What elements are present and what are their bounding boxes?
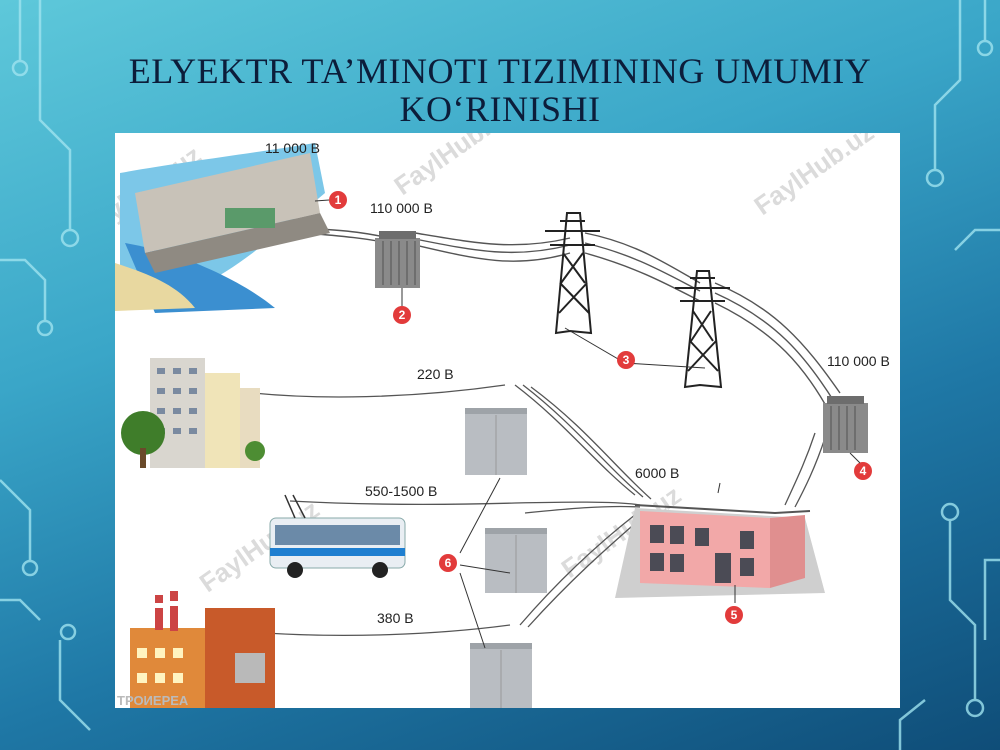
hv-lines [304,227,841,414]
power-supply-diagram: FaylHub.uz FaylHub.uz FaylHub.uz FaylHub… [115,133,900,708]
distribution-lines [234,384,826,637]
corner-mark: ТРОИЕРЕА [117,693,189,708]
watermark-2: FaylHub.uz [388,133,519,201]
marker-5: 5 [725,606,743,624]
kiosk-substation-3 [470,643,532,708]
marker-6: 6 [439,554,457,572]
marker-1-text: 1 [335,193,342,207]
distribution-substation [615,504,825,603]
label-plant-voltage: 11 000 В [265,140,320,156]
title-line-2: KO‘RINISHI [399,89,601,129]
marker-6-leaders [459,477,511,649]
diagram-canvas: FaylHub.uz FaylHub.uz FaylHub.uz FaylHub… [115,133,890,708]
marker-4-leader [717,482,721,494]
marker-4-text: 4 [860,464,867,478]
hydro-power-plant [115,143,330,313]
marker-1: 1 [329,191,347,209]
kiosk-substation-1 [465,408,527,475]
marker-6-text: 6 [445,556,452,570]
marker-3-text: 3 [623,353,630,367]
marker-3: 3 [617,351,635,369]
residential-buildings [121,358,265,468]
marker-2: 2 [393,306,411,324]
marker-1-leader [314,199,330,202]
slide-title: ELYEKTR TA’MINOTI TIZIMINING UMUMIY KO‘R… [80,52,920,128]
marker-4-leader-b [849,452,861,464]
watermark-3: FaylHub.uz [748,133,879,221]
factory [130,591,275,708]
kiosk-substation-2 [485,528,547,593]
label-residential-voltage: 220 В [417,366,454,382]
label-industry-voltage: 380 В [377,610,414,626]
marker-3-leader [564,327,706,369]
marker-2-text: 2 [399,308,406,322]
step-down-transformer [823,396,868,453]
label-step-up-voltage: 110 000 В [370,200,433,216]
title-line-1: ELYEKTR TA’MINOTI TIZIMINING UMUMIY [128,51,872,91]
pylon-1 [545,212,600,335]
pylon-2 [675,270,730,389]
marker-5-text: 5 [731,608,738,622]
label-distribution-voltage: 6000 В [635,465,679,481]
trolleybus [269,494,406,578]
label-step-down-voltage: 110 000 В [827,353,890,369]
step-up-transformer [375,231,420,288]
label-transport-voltage: 550-1500 В [365,483,437,499]
marker-4: 4 [854,462,872,480]
